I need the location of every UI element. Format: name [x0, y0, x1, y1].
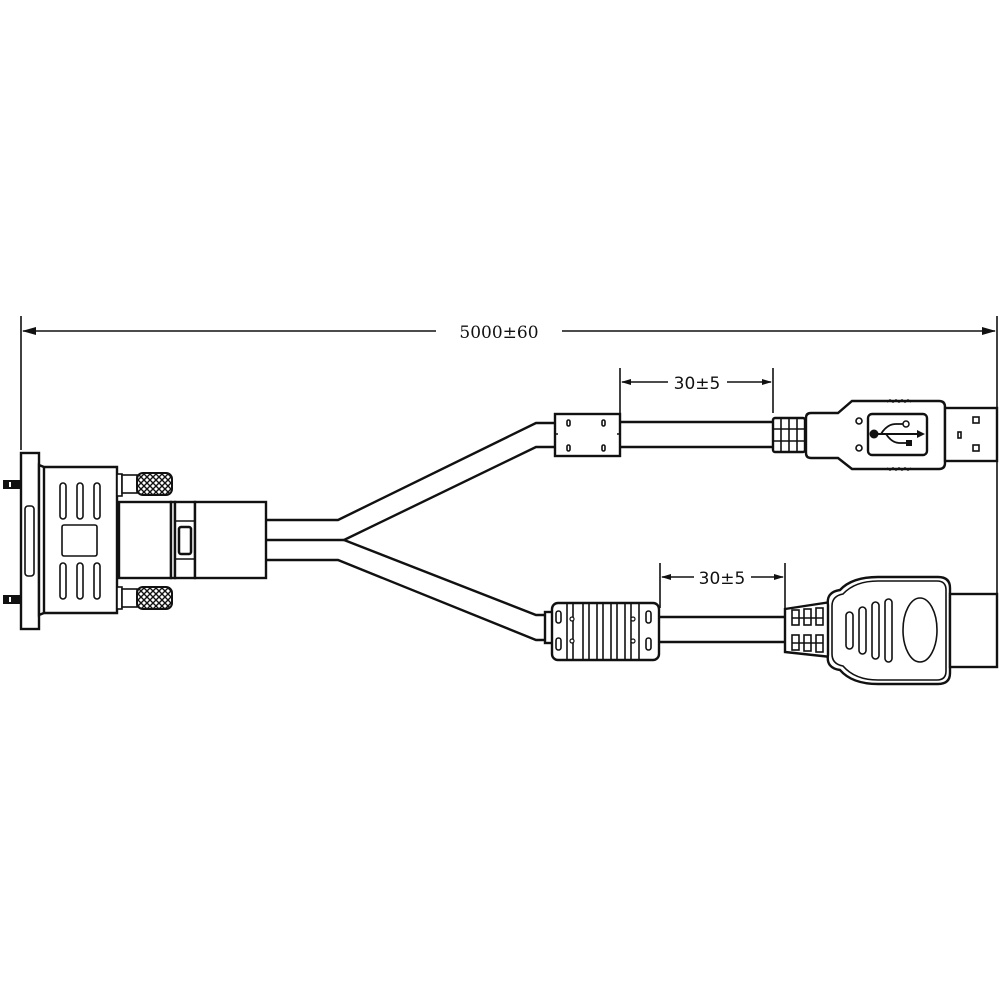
usb-plug-shell [943, 406, 999, 463]
usb-trident-icon [869, 420, 925, 446]
vent [59, 482, 67, 520]
dvi-flange-slot [24, 505, 35, 577]
vent [93, 482, 101, 520]
vent [76, 482, 84, 520]
usb-ferrite-core [553, 412, 622, 458]
usb-branch-length-label: 30±5 [674, 374, 721, 394]
dvi-label-area [61, 524, 98, 557]
dvi-boot [193, 500, 268, 580]
thumbscrew-top-icon [136, 472, 173, 496]
hdmi-cable-upper-edge [343, 538, 545, 617]
overall-length-dimension: 5000±60 [20, 316, 998, 660]
thumbscrew-bottom-icon [136, 586, 173, 610]
hdmi-grip-ridge [871, 601, 880, 660]
screw-stud-bottom-icon [3, 595, 21, 604]
vent [93, 562, 101, 600]
vent [59, 562, 67, 600]
hdmi-plug-shell [948, 592, 999, 669]
usb-cable-lower-edge [343, 445, 555, 542]
vent [76, 562, 84, 600]
screw-stud-top-icon [3, 480, 21, 489]
dvi-connector [3, 451, 268, 631]
hdmi-ferrite-core [550, 601, 661, 662]
hdmi-branch: 30±5 [543, 563, 999, 686]
dvi-body [37, 463, 119, 617]
overall-length-label: 5000±60 [459, 323, 538, 343]
hdmi-connector-body [826, 575, 952, 686]
dvi-latch-icon [177, 525, 193, 556]
dvi-neck [117, 500, 173, 580]
hdmi-grip-ridge [884, 598, 893, 663]
hdmi-grip-ridge [858, 606, 867, 655]
dvi-flange [19, 451, 41, 631]
usb-cable-upper-edge [266, 421, 555, 522]
hdmi-grip-ridge [845, 611, 854, 650]
hdmi-branch-length-label: 30±5 [699, 569, 746, 589]
hdmi-logo-oval [902, 597, 938, 663]
y-split-cable [266, 421, 555, 642]
hdmi-cable-lower-edge [266, 558, 545, 642]
usb-branch: 30±5 [553, 368, 999, 471]
